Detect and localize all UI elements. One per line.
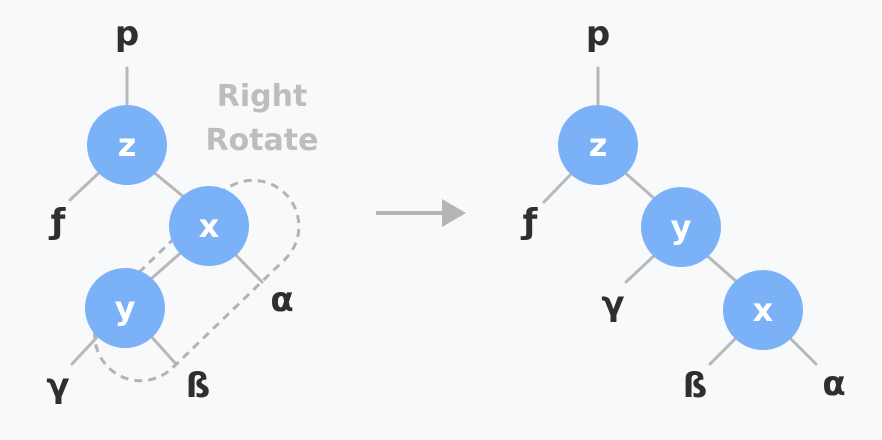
node-y bbox=[85, 268, 165, 348]
operation-label-line2: Rotate bbox=[206, 123, 319, 158]
edge-x-alpha-after bbox=[786, 334, 818, 366]
subtree-f: ƒ bbox=[49, 202, 67, 242]
subtree-f-after: ƒ bbox=[521, 202, 539, 242]
node-x-after-label: x bbox=[753, 291, 774, 329]
edge-y-beta bbox=[147, 332, 178, 366]
arrow-head bbox=[442, 199, 466, 227]
edge-y-gamma bbox=[70, 332, 102, 366]
edge-z-f-after bbox=[542, 170, 575, 204]
edge-y-gamma-after bbox=[624, 252, 658, 284]
node-x bbox=[169, 186, 249, 266]
subtree-gamma-after: γ bbox=[601, 284, 624, 324]
edge-z-x bbox=[149, 168, 187, 200]
operation-label-line1: Right bbox=[217, 79, 308, 114]
subtree-beta-after: ß bbox=[683, 366, 707, 406]
edge-x-beta-after bbox=[708, 334, 740, 366]
node-x-after bbox=[723, 270, 803, 350]
node-z-label: z bbox=[118, 126, 137, 164]
node-y-label: y bbox=[115, 289, 136, 327]
node-y-after-label: y bbox=[671, 208, 692, 246]
edge-z-f bbox=[68, 168, 104, 202]
after-tree: p z y x ƒ γ ß α bbox=[521, 14, 846, 406]
parent-label-p: p bbox=[115, 14, 139, 54]
edge-x-alpha bbox=[231, 250, 264, 284]
parent-label-p-after: p bbox=[586, 14, 610, 54]
edge-y-x-after bbox=[703, 252, 739, 284]
subtree-alpha-after: α bbox=[822, 364, 845, 404]
subtree-gamma: γ bbox=[46, 366, 69, 406]
subtree-beta: ß bbox=[186, 366, 210, 406]
node-x-label: x bbox=[199, 207, 220, 245]
before-tree: Right Rotate p z x y ƒ α γ ß bbox=[46, 14, 318, 406]
node-y-after bbox=[641, 187, 721, 267]
edge-x-y bbox=[150, 248, 186, 280]
transition-arrow bbox=[376, 199, 466, 227]
edge-z-y-after bbox=[621, 169, 658, 202]
node-z-after-label: z bbox=[589, 126, 608, 164]
subtree-alpha: α bbox=[270, 280, 293, 320]
node-z-after bbox=[558, 105, 638, 185]
node-z bbox=[87, 105, 167, 185]
